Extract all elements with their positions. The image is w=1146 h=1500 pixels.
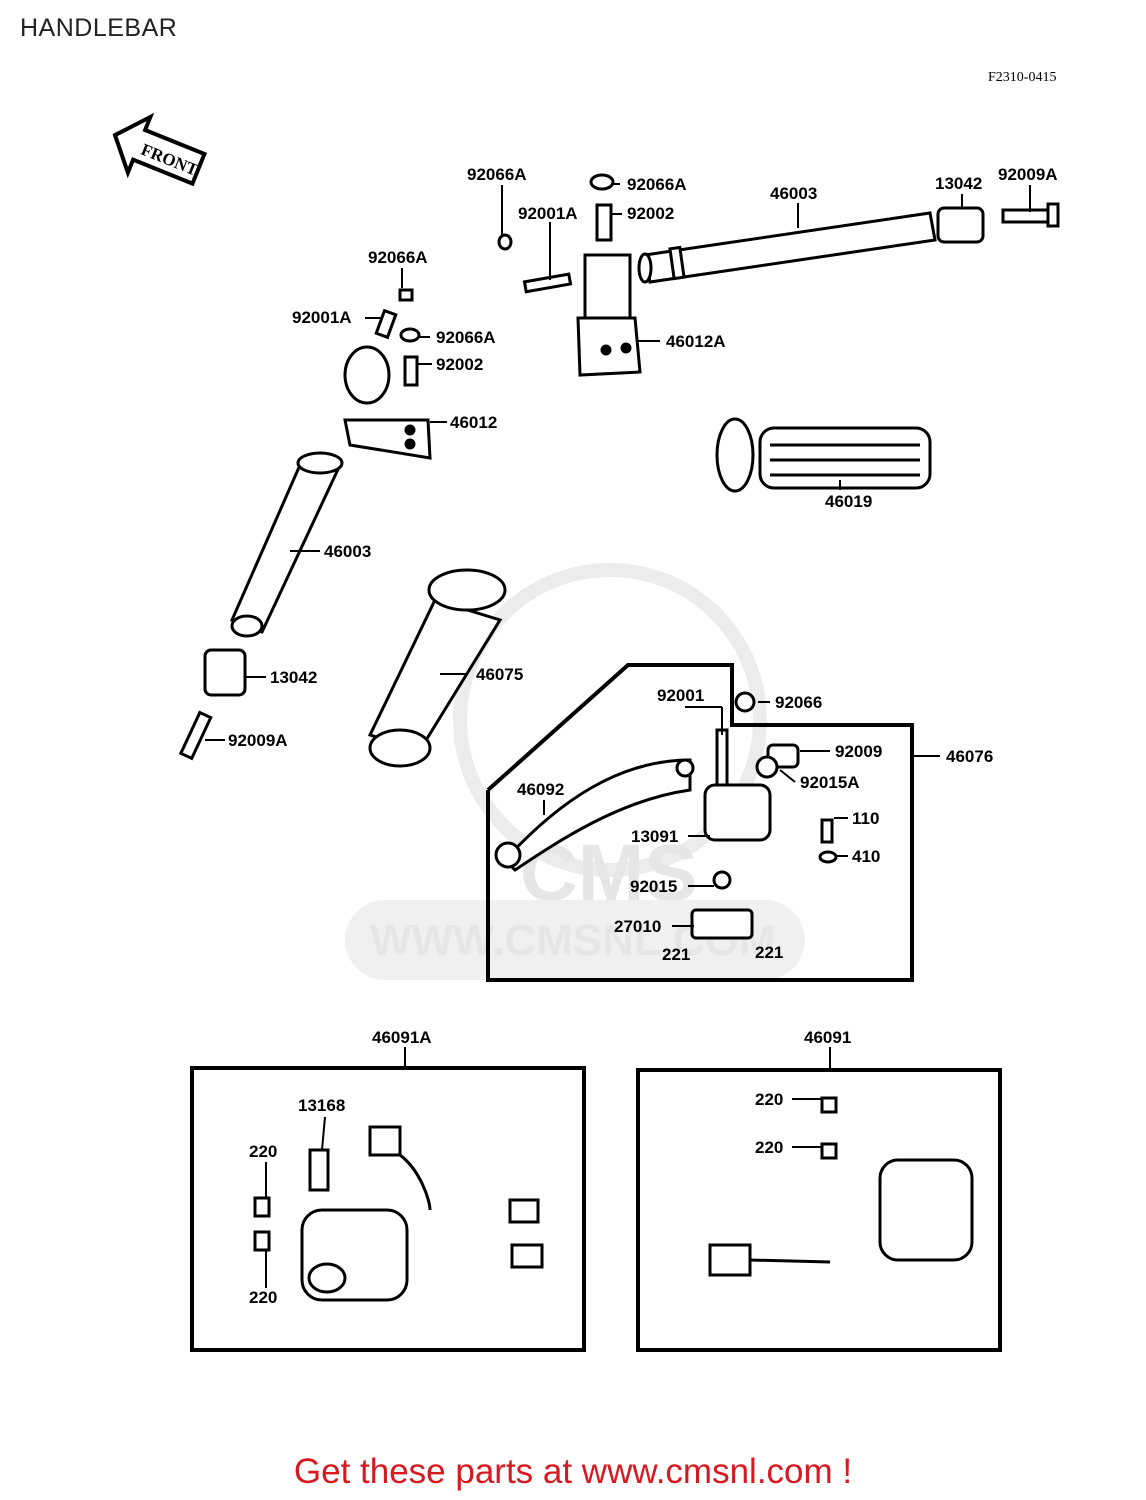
part-labels: 92066A 92066A 92001A 92002 46003 13042 9… — [228, 165, 1058, 1307]
grip-46019 — [715, 417, 932, 493]
label-46075: 46075 — [476, 665, 523, 684]
label-46076: 46076 — [946, 747, 993, 766]
clamp-46012 — [343, 288, 432, 460]
label-110: 110 — [852, 809, 879, 828]
lever-46092 — [494, 758, 695, 872]
label-46012: 46012 — [450, 413, 497, 432]
label-92066: 92066 — [775, 693, 822, 712]
lever-kit-box — [486, 663, 914, 982]
label-92009a-1: 92009A — [998, 165, 1058, 184]
label-410: 410 — [852, 847, 880, 866]
switch-box-46091 — [636, 1068, 1002, 1352]
label-46019: 46019 — [825, 492, 872, 511]
label-13168: 13168 — [298, 1096, 345, 1115]
figure-code: F2310-0415 — [988, 70, 1057, 85]
label-92066a-1: 92066A — [467, 165, 527, 184]
label-46003-1: 46003 — [770, 184, 817, 203]
switch-housing-left — [253, 1125, 544, 1302]
label-92001: 92001 — [657, 686, 704, 705]
handlebar-tube-right — [637, 211, 937, 284]
label-221-a: 221 — [662, 945, 690, 964]
label-92066a-4: 92066A — [436, 328, 496, 347]
bolt-92002-top — [595, 203, 613, 242]
grip-46075 — [367, 568, 507, 768]
switch-housing-right — [708, 1096, 974, 1277]
label-46012a: 46012A — [666, 332, 726, 351]
front-arrow-icon: FRONT — [112, 112, 208, 187]
label-13042-1: 13042 — [935, 174, 982, 193]
label-92066a-3: 92066A — [368, 248, 428, 267]
bar-end-weight-right — [936, 206, 985, 244]
bar-end-weight-left — [203, 648, 247, 697]
label-220-a: 220 — [249, 1142, 277, 1161]
lever-holder-13091 — [690, 691, 838, 940]
label-92001a-2: 92001A — [292, 308, 352, 327]
label-92002-1: 92002 — [627, 204, 674, 223]
bolt-92009a-left — [178, 710, 213, 761]
clamp-46012a — [576, 253, 642, 377]
label-92009: 92009 — [835, 742, 882, 761]
handlebar-tube-left — [230, 451, 344, 638]
label-13042-2: 13042 — [270, 668, 317, 687]
label-46091: 46091 — [804, 1028, 851, 1047]
cap-92066a-top — [497, 173, 615, 251]
label-27010: 27010 — [614, 917, 661, 936]
bolt-92001a-top — [522, 272, 573, 294]
label-220-d: 220 — [755, 1138, 783, 1157]
label-46091a: 46091A — [372, 1028, 432, 1047]
label-92001a-1: 92001A — [518, 204, 578, 223]
label-92066a-2: 92066A — [627, 175, 687, 194]
page-title: HANDLEBAR — [20, 14, 178, 42]
leader-lines — [205, 183, 1031, 1288]
label-220-b: 220 — [249, 1288, 277, 1307]
label-92009a-2: 92009A — [228, 731, 288, 750]
label-46092: 46092 — [517, 780, 564, 799]
label-46003-2: 46003 — [324, 542, 371, 561]
label-13091: 13091 — [631, 827, 678, 846]
label-220-c: 220 — [755, 1090, 783, 1109]
switch-box-46091a — [190, 1066, 586, 1352]
bolt-92009a-right — [1001, 202, 1060, 228]
label-92002-2: 92002 — [436, 355, 483, 374]
label-92015a: 92015A — [800, 773, 860, 792]
label-221-b: 221 — [755, 943, 783, 962]
promo-banner[interactable]: Get these parts at www.cmsnl.com ! — [293, 1452, 853, 1491]
label-92015: 92015 — [630, 877, 677, 896]
